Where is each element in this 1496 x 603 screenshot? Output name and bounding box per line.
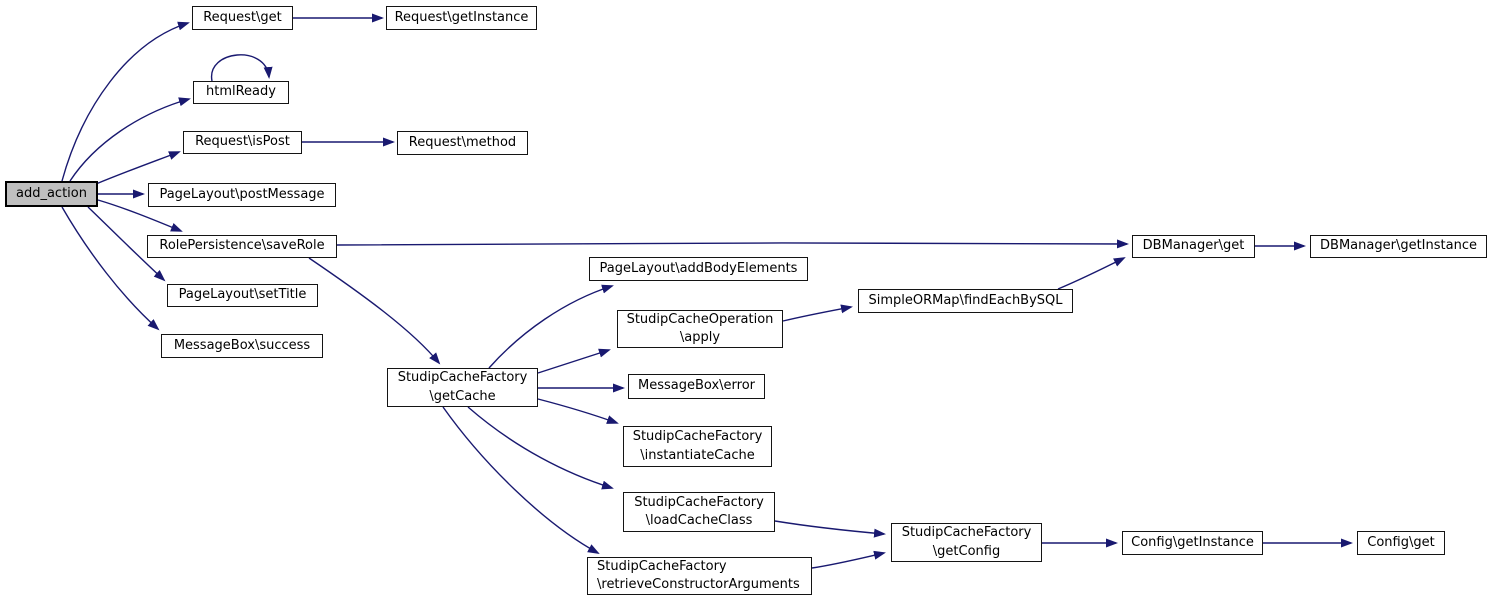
node-add-action: add_action bbox=[5, 181, 98, 207]
node-request-ispost-label: Request\isPost bbox=[195, 134, 290, 150]
node-htmlready-label: htmlReady bbox=[206, 84, 276, 100]
node-studipcachefactory-loadcacheclass-label: StudipCacheFactory \loadCacheClass bbox=[634, 494, 764, 528]
node-config-get[interactable]: Config\get bbox=[1357, 531, 1445, 555]
node-request-method[interactable]: Request\method bbox=[397, 131, 528, 155]
node-config-getinstance[interactable]: Config\getInstance bbox=[1122, 531, 1263, 555]
node-rolepersistence-saverole-label: RolePersistence\saveRole bbox=[159, 238, 325, 254]
node-simpleormap-findeachbysql[interactable]: SimpleORMap\findEachBySQL bbox=[858, 289, 1073, 313]
node-pagelayout-addbodyelements-label: PageLayout\addBodyElements bbox=[599, 260, 798, 276]
node-messagebox-error[interactable]: MessageBox\error bbox=[628, 374, 765, 399]
edge-add_action-to-pagelayout_settitle bbox=[87, 206, 166, 282]
node-dbmanager-getinstance[interactable]: DBManager\getInstance bbox=[1310, 235, 1487, 258]
edge-loadcacheclass-to-getconfig bbox=[774, 520, 886, 538]
node-studipcachefactory-retrieveconstructorarguments[interactable]: StudipCacheFactory \retrieveConstructorA… bbox=[587, 557, 812, 595]
edge-getcache-to-addbodyelements bbox=[488, 284, 614, 369]
node-pagelayout-addbodyelements[interactable]: PageLayout\addBodyElements bbox=[589, 257, 808, 281]
edge-getcache-to-retrieveconstructorarguments bbox=[442, 406, 600, 554]
node-request-get[interactable]: Request\get bbox=[192, 6, 293, 30]
edge-rolepersistence_saverole-to-dbmanager_get bbox=[336, 239, 1129, 249]
node-simpleormap-findeachbysql-label: SimpleORMap\findEachBySQL bbox=[868, 292, 1063, 308]
node-studipcachefactory-getconfig-label: StudipCacheFactory \getConfig bbox=[901, 525, 1032, 559]
node-config-get-label: Config\get bbox=[1367, 534, 1435, 550]
node-pagelayout-settitle[interactable]: PageLayout\setTitle bbox=[167, 284, 318, 307]
node-pagelayout-postmessage[interactable]: PageLayout\postMessage bbox=[148, 183, 336, 207]
edge-add_action-to-request_get bbox=[61, 21, 190, 182]
edge-add_action-to-request_ispost bbox=[95, 151, 181, 185]
node-studipcachefactory-getcache[interactable]: StudipCacheFactory \getCache bbox=[387, 368, 538, 407]
edge-add_action-to-rolepersistence_saverole bbox=[97, 199, 183, 232]
node-config-getinstance-label: Config\getInstance bbox=[1131, 534, 1254, 550]
node-messagebox-success[interactable]: MessageBox\success bbox=[161, 334, 323, 358]
node-studipcacheoperation-apply[interactable]: StudipCacheOperation \apply bbox=[617, 310, 783, 348]
node-studipcacheoperation-apply-label: StudipCacheOperation \apply bbox=[626, 311, 774, 345]
node-studipcachefactory-getcache-label: StudipCacheFactory \getCache bbox=[397, 370, 528, 404]
edge-getcache-to-loadcacheclass bbox=[467, 406, 614, 490]
node-request-getinstance[interactable]: Request\getInstance bbox=[386, 6, 537, 30]
node-studipcachefactory-instantiatecache-label: StudipCacheFactory \instantiateCache bbox=[632, 429, 763, 463]
node-messagebox-success-label: MessageBox\success bbox=[173, 337, 311, 353]
node-request-method-label: Request\method bbox=[408, 134, 517, 150]
edge-findeachbysql-to-dbmanager_get bbox=[1057, 257, 1126, 290]
node-pagelayout-postmessage-label: PageLayout\postMessage bbox=[159, 186, 325, 202]
edge-htmlready-self-loop bbox=[211, 54, 273, 82]
edge-getcache-to-instantiatecache bbox=[537, 398, 619, 424]
node-studipcachefactory-instantiatecache[interactable]: StudipCacheFactory \instantiateCache bbox=[623, 426, 772, 467]
node-messagebox-error-label: MessageBox\error bbox=[638, 378, 755, 394]
node-request-ispost[interactable]: Request\isPost bbox=[183, 131, 302, 154]
node-request-getinstance-label: Request\getInstance bbox=[394, 9, 529, 25]
node-studipcachefactory-loadcacheclass[interactable]: StudipCacheFactory \loadCacheClass bbox=[623, 492, 775, 532]
node-request-get-label: Request\get bbox=[203, 9, 282, 25]
edge-getcache-to-apply bbox=[537, 348, 611, 374]
edge-retrieveconstructorarguments-to-getconfig bbox=[811, 550, 886, 569]
node-rolepersistence-saverole[interactable]: RolePersistence\saveRole bbox=[147, 235, 337, 258]
edge-add_action-to-htmlready bbox=[69, 97, 191, 182]
node-pagelayout-settitle-label: PageLayout\setTitle bbox=[178, 287, 307, 303]
node-dbmanager-getinstance-label: DBManager\getInstance bbox=[1320, 238, 1477, 254]
node-dbmanager-get[interactable]: DBManager\get bbox=[1132, 235, 1255, 258]
node-studipcachefactory-retrieveconstructorarguments-label: StudipCacheFactory \retrieveConstructorA… bbox=[597, 558, 800, 592]
node-studipcachefactory-getconfig[interactable]: StudipCacheFactory \getConfig bbox=[891, 523, 1042, 562]
edge-apply-to-findeachbysql bbox=[782, 304, 853, 322]
node-dbmanager-get-label: DBManager\get bbox=[1142, 238, 1245, 254]
edge-add_action-to-messagebox_success bbox=[61, 206, 160, 331]
node-htmlready[interactable]: htmlReady bbox=[193, 81, 289, 104]
node-add-action-label: add_action bbox=[16, 185, 87, 201]
edge-rolepersistence_saverole-to-getcache bbox=[308, 257, 441, 365]
